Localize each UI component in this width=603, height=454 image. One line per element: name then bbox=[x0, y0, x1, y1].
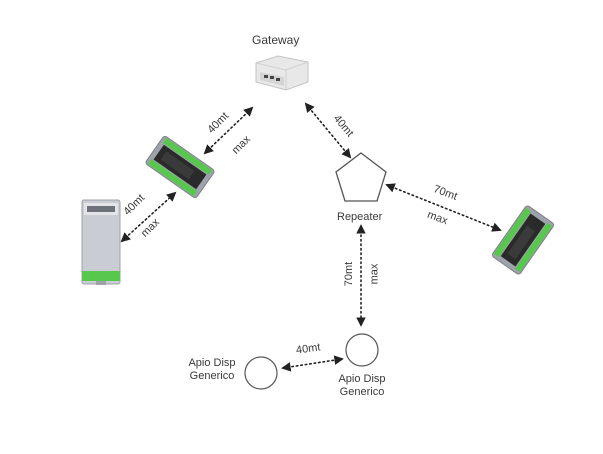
link-generic-generic bbox=[281, 355, 344, 372]
generic-right-label-line2: Generico bbox=[339, 386, 385, 398]
din-rail-module-icon bbox=[491, 205, 555, 275]
generic-right-label-line1: Apio Disp bbox=[338, 373, 386, 385]
generic-left-label: Apio Disp Generico bbox=[176, 357, 248, 383]
generic-left-label-line1: Apio Disp bbox=[188, 357, 236, 369]
connectors bbox=[120, 102, 502, 372]
generic-device-left-icon bbox=[244, 356, 278, 390]
repeater-label: Repeater bbox=[337, 211, 383, 223]
generic-device-right-icon bbox=[345, 333, 379, 367]
din-rail-module-icon bbox=[145, 135, 215, 199]
pentagon-repeater-icon bbox=[335, 152, 387, 202]
link-repeater-device bbox=[385, 183, 502, 232]
generic-left-label-line2: Generico bbox=[189, 370, 235, 382]
repeater-generic-max-label: max bbox=[368, 263, 381, 285]
link-device-gateway bbox=[203, 106, 254, 155]
link-module-device bbox=[120, 191, 177, 243]
generic-right-label: Apio Disp Generico bbox=[328, 373, 396, 399]
vertical-module-icon bbox=[81, 199, 121, 285]
repeater-generic-dist-label: 70mt bbox=[343, 261, 356, 287]
gateway-router-icon bbox=[255, 55, 309, 91]
gateway-label: Gateway bbox=[252, 33, 300, 47]
